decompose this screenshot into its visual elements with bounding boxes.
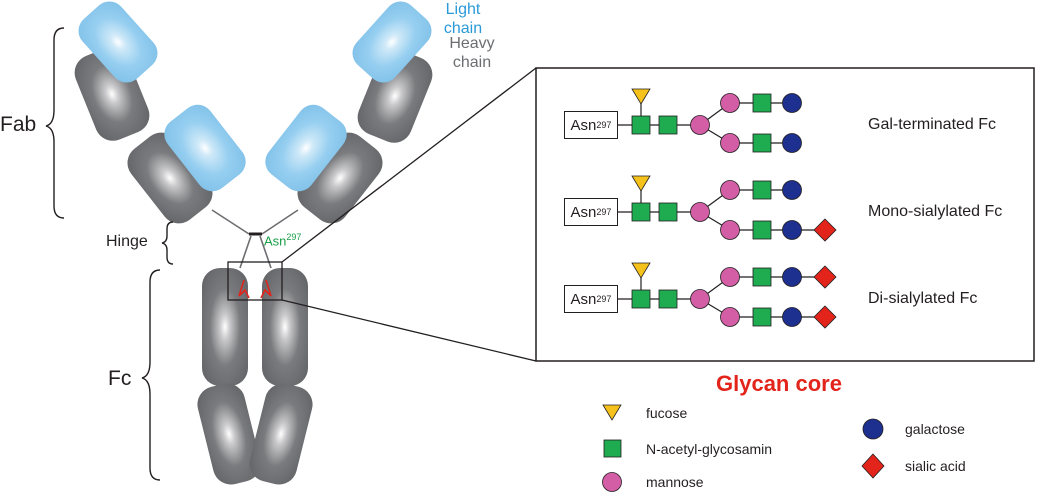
asn-superscript: 297 bbox=[596, 294, 612, 304]
asn-text: Asn bbox=[570, 203, 597, 221]
glycoform-label: Gal-terminated Fc bbox=[868, 116, 997, 133]
mannose-symbol bbox=[720, 220, 740, 240]
fucose-symbol bbox=[631, 175, 651, 192]
glcnac-symbol bbox=[631, 202, 651, 222]
fc-brace bbox=[141, 269, 161, 481]
galactose-symbol bbox=[782, 93, 802, 113]
sialic-acid-symbol bbox=[813, 305, 837, 329]
mannose-symbol bbox=[690, 202, 710, 222]
glcnac-symbol bbox=[658, 115, 678, 135]
fc-heavy-chains bbox=[197, 268, 313, 485]
left-light-chain bbox=[78, 1, 246, 192]
galactose-symbol bbox=[782, 220, 802, 240]
fab-brace bbox=[45, 27, 65, 219]
asn-superscript: 297 bbox=[596, 120, 612, 130]
sialic-legend-icon bbox=[861, 453, 885, 479]
galactose-legend-icon bbox=[862, 418, 884, 440]
hinge-brace bbox=[161, 221, 174, 265]
glcnac-symbol bbox=[752, 180, 772, 200]
glcnac-symbol bbox=[752, 267, 772, 287]
mannose-symbol bbox=[720, 267, 740, 287]
sialic-legend-label: sialic acid bbox=[905, 458, 966, 474]
mannose-symbol bbox=[720, 133, 740, 153]
fucose-legend-icon bbox=[602, 404, 622, 421]
asn297-label: Asn297 bbox=[264, 232, 302, 249]
mannose-symbol bbox=[720, 93, 740, 113]
asn-superscript: 297 bbox=[596, 207, 612, 217]
glcnac-symbol bbox=[631, 289, 651, 309]
galactose-symbol bbox=[782, 180, 802, 200]
glycoform-label: Mono-sialylated Fc bbox=[868, 203, 1003, 220]
fc-glycan-markers bbox=[238, 279, 272, 299]
zoom-callout bbox=[227, 67, 537, 362]
mannose-legend-label: mannose bbox=[646, 474, 704, 490]
galactose-symbol bbox=[782, 307, 802, 327]
sialic-acid-symbol bbox=[813, 218, 837, 242]
galactose-symbol bbox=[782, 133, 802, 153]
light-chain-label: Light chain bbox=[443, 1, 483, 37]
fucose-symbol bbox=[631, 88, 651, 105]
glcnac-symbol bbox=[752, 220, 772, 240]
right-light-chain bbox=[265, 1, 432, 192]
glcnac-symbol bbox=[752, 133, 772, 153]
galactose-legend-label: galactose bbox=[905, 421, 965, 437]
legend-symbols bbox=[602, 404, 885, 492]
glcnac-legend-icon bbox=[603, 439, 622, 458]
glcnac-symbol bbox=[752, 93, 772, 113]
glcnac-symbol bbox=[631, 115, 651, 135]
mannose-legend-icon bbox=[602, 472, 622, 492]
glycan-panel-frame bbox=[535, 67, 1035, 362]
glcnac-symbol bbox=[658, 289, 678, 309]
glycan-core-title: Glycan core bbox=[716, 371, 842, 396]
fucose-symbol bbox=[631, 262, 651, 279]
mannose-symbol bbox=[720, 180, 740, 200]
heavy-chain-label: Heavy chain bbox=[449, 35, 495, 71]
mannose-symbol bbox=[690, 289, 710, 309]
hinge-label: Hinge bbox=[106, 233, 148, 250]
glycoform-label: Di-sialylated Fc bbox=[868, 290, 978, 307]
glycan-rows bbox=[618, 88, 837, 329]
sialic-acid-symbol bbox=[813, 265, 837, 289]
braces bbox=[45, 27, 174, 481]
fc-label: Fc bbox=[108, 367, 132, 390]
fab-label: Fab bbox=[0, 113, 37, 136]
fucose-legend-label: fucose bbox=[646, 405, 688, 421]
glcnac-legend-label: N-acetyl-glycosamin bbox=[646, 441, 773, 457]
asn-text: Asn bbox=[570, 290, 597, 308]
mannose-symbol bbox=[690, 115, 710, 135]
glcnac-symbol bbox=[658, 202, 678, 222]
asn-text: Asn bbox=[570, 116, 597, 134]
mannose-symbol bbox=[720, 307, 740, 327]
hinge-connectors bbox=[211, 209, 299, 269]
glcnac-symbol bbox=[752, 307, 772, 327]
galactose-symbol bbox=[782, 267, 802, 287]
